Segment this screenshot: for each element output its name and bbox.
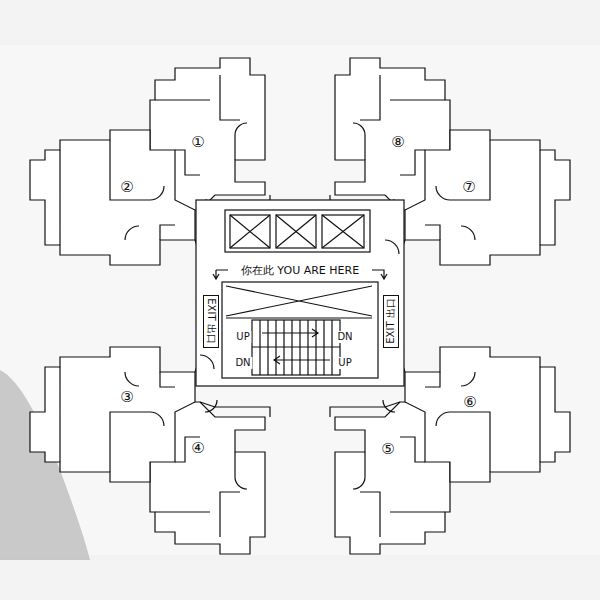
stair-direction: UP [234, 331, 251, 343]
unit-number: ② [120, 180, 133, 195]
unit-number: ⑦ [462, 180, 475, 195]
core [196, 200, 404, 386]
you-are-here: 你在此 YOU ARE HERE [239, 264, 361, 277]
unit-number: ③ [120, 390, 133, 405]
exit-text: EXIT 出口 [206, 298, 216, 343]
exit-text: EXIT 出口 [386, 298, 396, 343]
exit-sign: EXIT 出口 [383, 295, 399, 348]
unit-number: ⑤ [381, 442, 394, 457]
unit-number: ⑥ [463, 395, 476, 410]
plan-ground [0, 45, 600, 555]
unit-number: ⑧ [391, 135, 404, 150]
stair-direction: DN [233, 357, 252, 369]
stair-direction: DN [335, 331, 354, 343]
exit-sign: EXIT 出口 [203, 295, 219, 348]
unit-number: ④ [191, 441, 204, 456]
unit-number: ① [191, 135, 204, 150]
stair-direction: UP [336, 357, 353, 369]
